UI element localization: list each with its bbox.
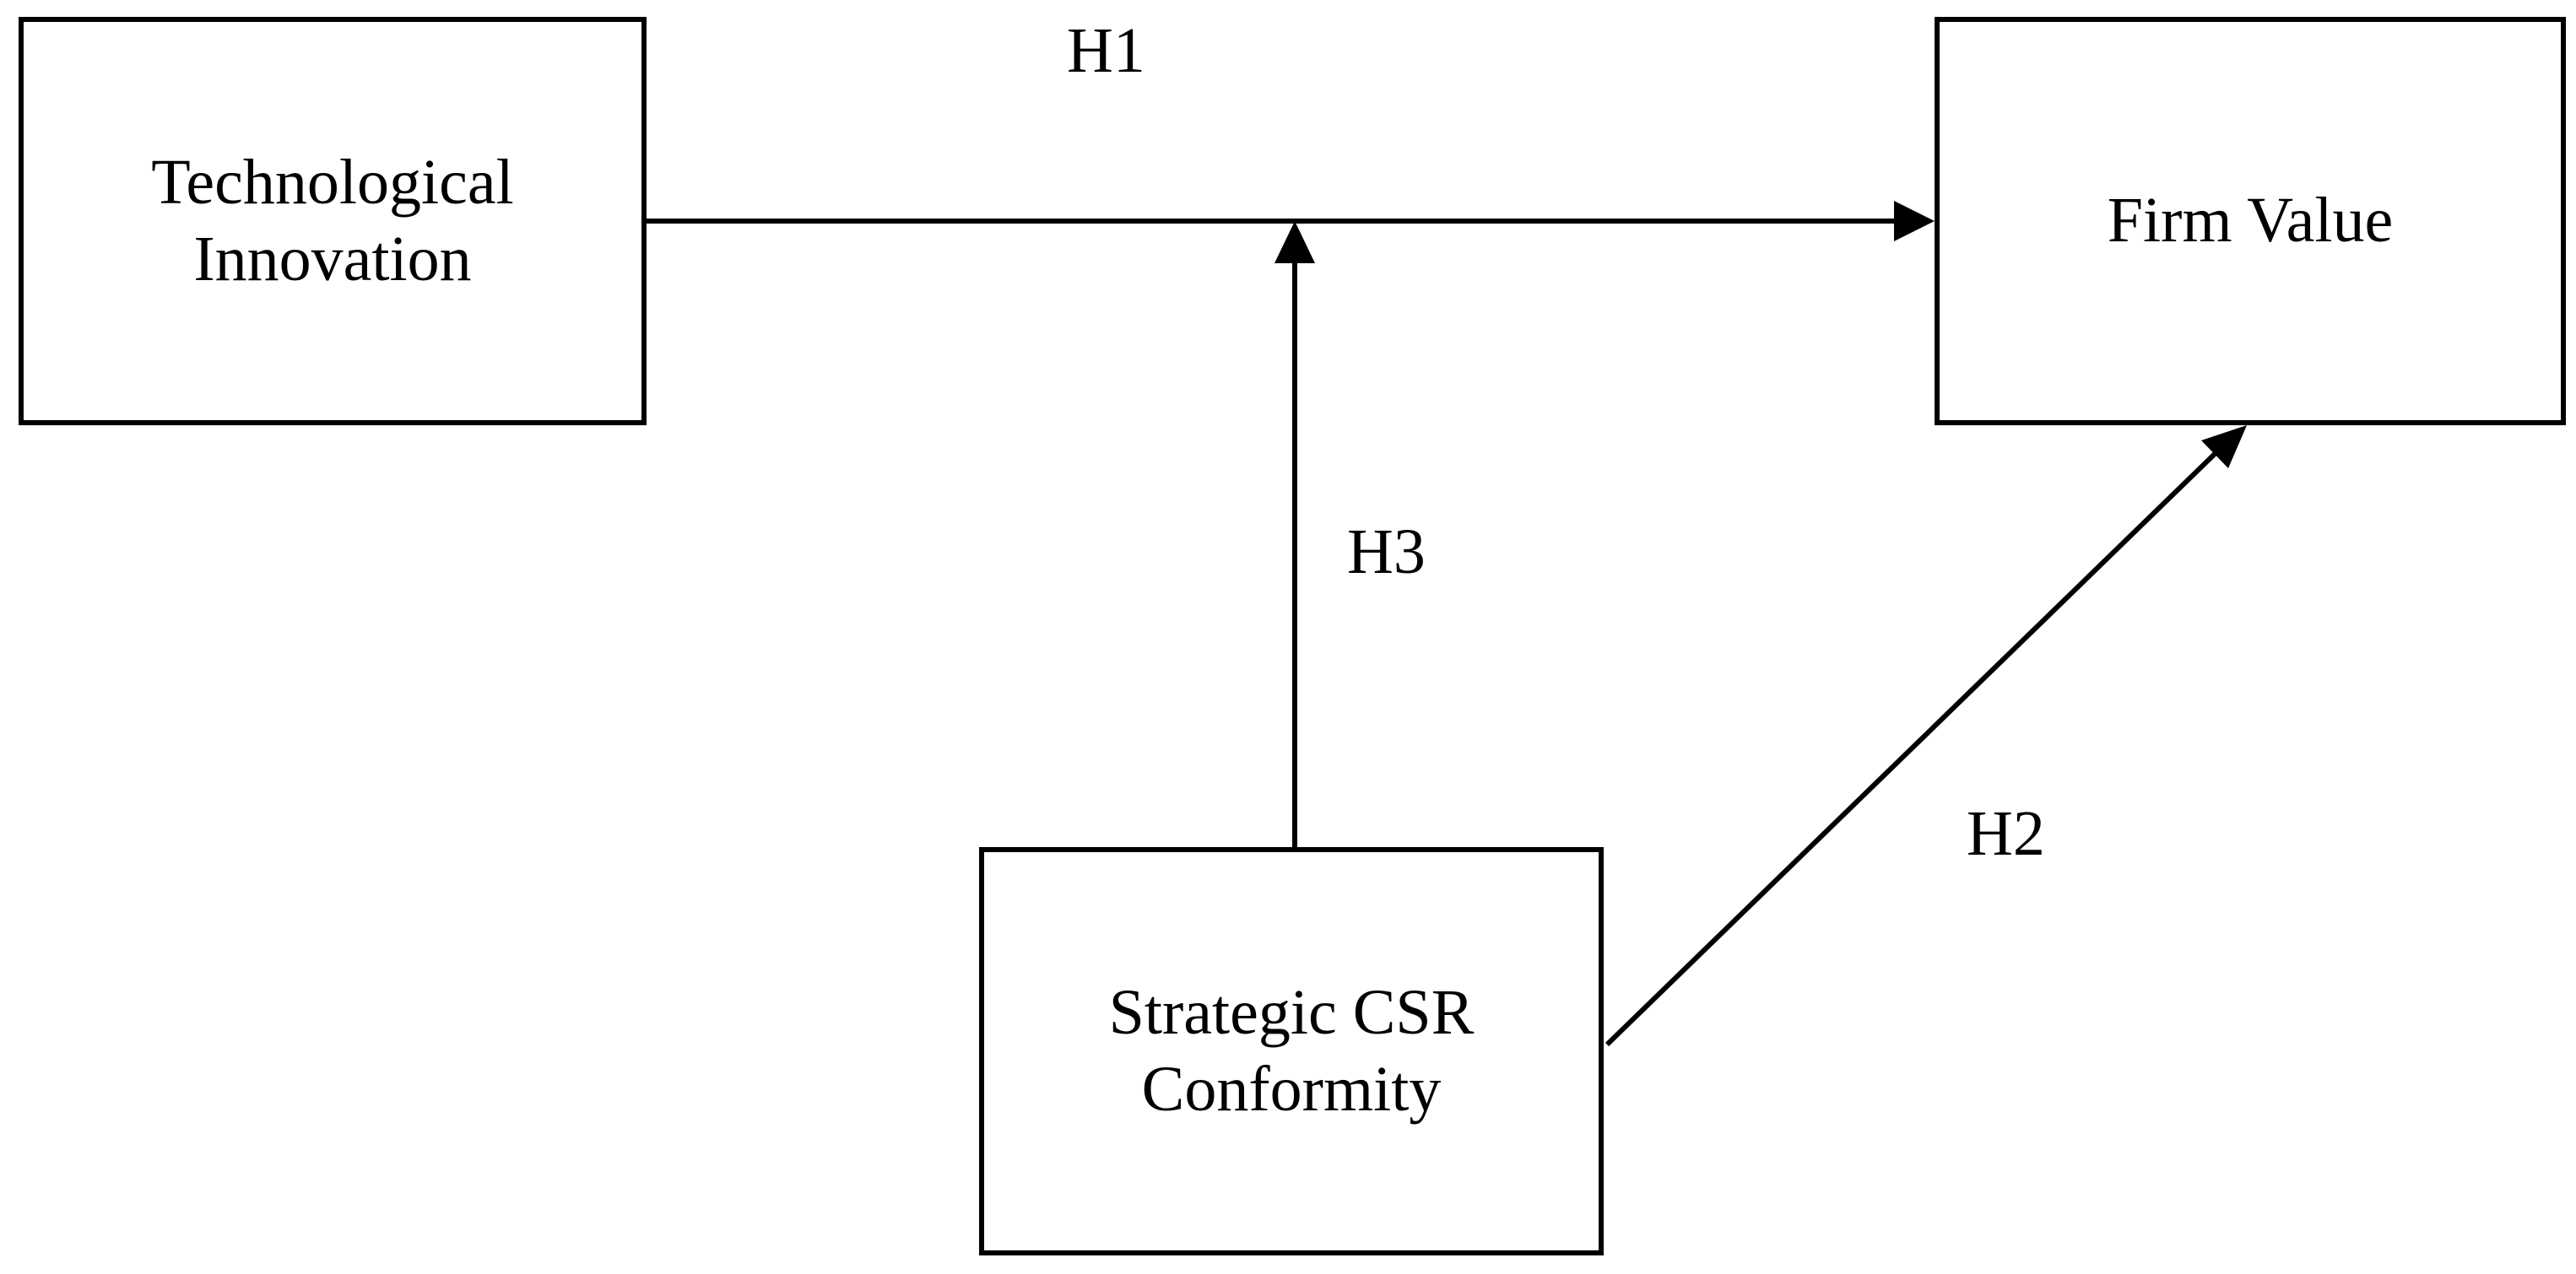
edge-label-h1: H1	[1067, 15, 1145, 86]
edge-label-h3: H3	[1347, 516, 1426, 587]
node-label-line: Technological	[151, 146, 514, 218]
node-label-line: Innovation	[193, 224, 472, 294]
arrow-h3	[1274, 221, 1315, 847]
arrow-h2-head	[2201, 425, 2247, 468]
node-strategic-csr-conformity: Strategic CSR Conformity	[979, 847, 1604, 1255]
arrow-h2	[1605, 425, 2247, 1047]
node-firm-value: Firm Value	[1935, 17, 2566, 425]
node-technological-innovation: Technological Innovation	[19, 17, 647, 425]
arrow-h3-head	[1274, 221, 1315, 263]
node-label-line: Strategic CSR	[1108, 976, 1475, 1048]
node-technological-innovation-text: Technological Innovation	[151, 144, 513, 298]
node-firm-value-text: Firm Value	[2108, 182, 2393, 259]
arrow-h1	[647, 201, 1935, 241]
arrow-h1-head	[1894, 201, 1935, 241]
node-label-line: Conformity	[1141, 1054, 1442, 1125]
arrow-h2-line	[1605, 451, 2217, 1047]
edge-label-h2: H2	[1967, 798, 2045, 869]
node-strategic-csr-conformity-text: Strategic CSR Conformity	[1109, 974, 1475, 1128]
node-label-line: Firm Value	[2107, 185, 2394, 256]
